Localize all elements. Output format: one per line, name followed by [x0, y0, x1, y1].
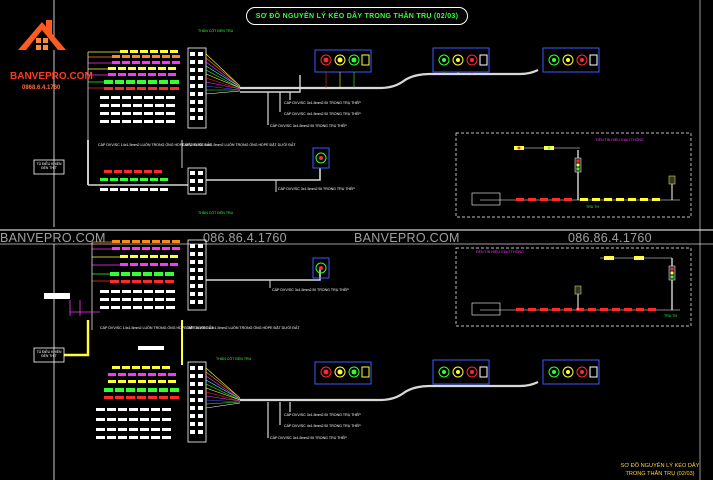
logo-brand: BANVEPRO.COM [10, 71, 93, 82]
controller-label-bottom: TỦ ĐIỀU KHIỂN ĐÈN THỊT [36, 350, 62, 358]
top-cable-bars-2 [100, 170, 168, 191]
bottom-cable-bars-2 [96, 366, 179, 439]
cable-label-2: CÁP DVV/SC 4x1.5mm2 ĐI TRONG TRỤ THÉP [284, 112, 361, 116]
watermark-brand-left: BANVEPRO.COM [0, 231, 106, 245]
sign-label-bottom: ĐÈN TÍN HIỆU GIAO THÔNG [476, 250, 524, 254]
pole-label-top: TRỤ TH [586, 205, 600, 209]
sign-label-top: ĐÈN TÍN HIỆU GIAO THÔNG [596, 138, 644, 142]
box-label-bottom: THÂN CỘT ĐÈN TRỤ [198, 211, 234, 215]
cable-label-10: CÁP DVV/SC 4x1.5mm2 ĐI TRONG TRỤ THÉP [284, 424, 361, 428]
footer-line-1: SƠ ĐỒ NGUYÊN LÝ KÉO DÂY [620, 463, 700, 469]
box-label-lower: THÂN CỘT ĐÈN TRỤ [216, 357, 252, 361]
terminal-block-top [187, 47, 207, 129]
cable-label-5: CÁP DVV/SC 14x1.5mm2 LUỒN TRONG ỐNG HDPE… [182, 143, 296, 147]
cable-label-4: CÁP DVV/SC 14x1.5mm2 LUỒN TRONG ỐNG HDPE… [98, 143, 212, 147]
cable-label-8: CÁP DVV/SC 14x1.5mm2 LUỒN TRONG ỐNG HDPE… [186, 326, 300, 330]
logo-phone: 0868.6.4.1760 [22, 85, 61, 91]
bottom-cable-bars [100, 240, 180, 309]
signal-head-1 [314, 49, 372, 73]
pole-label-bottom: TRỤ TH [664, 314, 678, 318]
cable-label-9: CÁP DVV/SC 3x1.5mm2 ĐI TRONG TRỤ THÉP [284, 413, 361, 417]
cable-label-1: CÁP DVV/SC 3x1.5mm2 ĐI TRONG TRỤ THÉP [284, 101, 361, 105]
box-label-top: THÂN CỘT ĐÈN TRỤ [198, 29, 234, 33]
cable-label-7: CÁP DVV/SC 14x1.5mm2 LUỒN TRONG ỐNG HDPE… [100, 326, 214, 330]
watermark-phone-right: 086.86.4.1760 [568, 231, 652, 245]
signal-head-3 [542, 47, 600, 73]
cable-label-3: CÁP DVV/SC 3x1.5mm2 ĐI TRONG TRỤ THÉP [270, 124, 347, 128]
watermark-brand-right: BANVEPRO.COM [354, 231, 460, 245]
cable-label-mid: CÁP DVV/SC 3x1.5mm2 ĐI TRONG TRỤ THÉP [272, 288, 349, 292]
watermark-phone-left: 086.86.4.1760 [203, 231, 287, 245]
cable-label-11: CÁP DVV/SC 3x1.5mm2 ĐI TRONG TRỤ THÉP [270, 436, 347, 440]
cable-label-6: CÁP DVV/SC 3x1.5mm2 ĐI TRONG TRỤ THÉP [278, 187, 355, 191]
controller-label-top: TỦ ĐIỀU KHIỂN ĐÈN THỊT [36, 162, 62, 170]
logo-icon [18, 20, 66, 50]
footer-title: SƠ ĐỒ NGUYÊN LÝ KÉO DÂY TRONG THÂN TRỤ (… [610, 462, 710, 478]
page-title: SƠ ĐỒ NGUYÊN LÝ KÉO DÂY TRONG THÂN TRỤ (… [246, 7, 468, 25]
top-cable-bars [100, 50, 180, 123]
footer-line-2: TRONG THÂN TRỤ (02/03) [625, 471, 695, 477]
signal-head-2 [432, 47, 490, 73]
